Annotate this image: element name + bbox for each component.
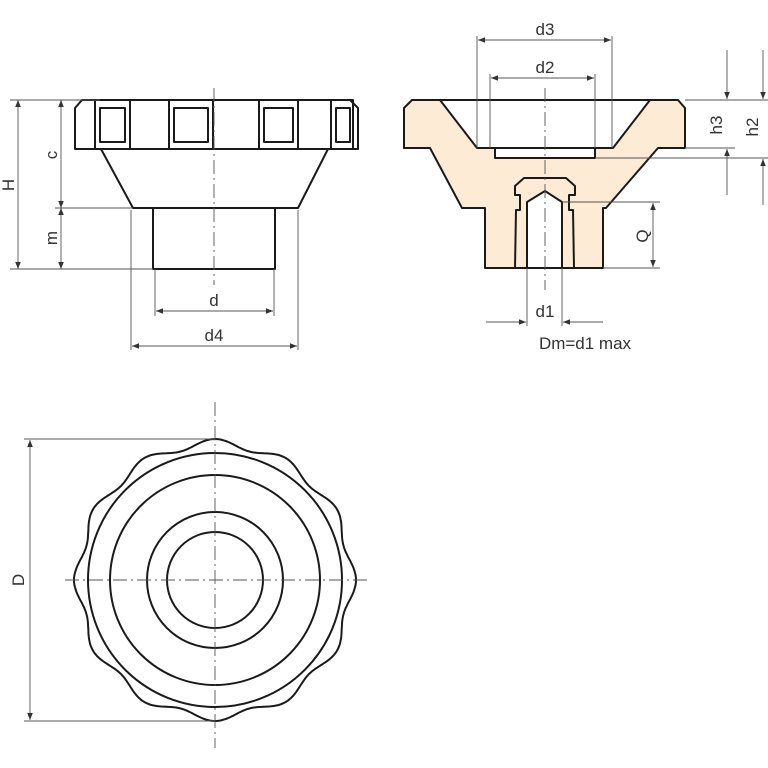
label-h2: h2 xyxy=(743,118,762,137)
label-d1: d1 xyxy=(536,302,555,321)
knurl-flute xyxy=(258,99,299,150)
knob-cone xyxy=(100,148,329,209)
knurl-flute-inner xyxy=(99,107,126,143)
note-dm: Dm=d1 max xyxy=(539,334,632,353)
label-d4: d4 xyxy=(205,326,224,345)
label-h3: h3 xyxy=(707,116,726,135)
label-Q: Q xyxy=(633,229,652,242)
label-d3: d3 xyxy=(536,20,555,39)
knurl-flute xyxy=(168,99,214,150)
knurl-flutes xyxy=(94,99,354,150)
knurl-flute-inner xyxy=(173,107,209,143)
knurl-flute xyxy=(94,99,131,150)
side-view: H c m d d4 xyxy=(0,88,359,350)
label-D: D xyxy=(9,574,28,586)
knurl-flute xyxy=(330,99,354,150)
label-m: m xyxy=(42,231,61,245)
label-d2: d2 xyxy=(536,58,555,77)
label-d: d xyxy=(209,291,218,310)
label-c: c xyxy=(42,150,61,159)
top-view: D xyxy=(9,402,368,748)
section-view: d3 d2 h3 h2 Q d1 Dm=d1 max xyxy=(403,20,768,353)
knurl-flute-inner xyxy=(335,107,351,143)
threaded-bore xyxy=(526,190,563,269)
label-H: H xyxy=(0,179,18,191)
knurl-flute-inner xyxy=(263,107,294,143)
